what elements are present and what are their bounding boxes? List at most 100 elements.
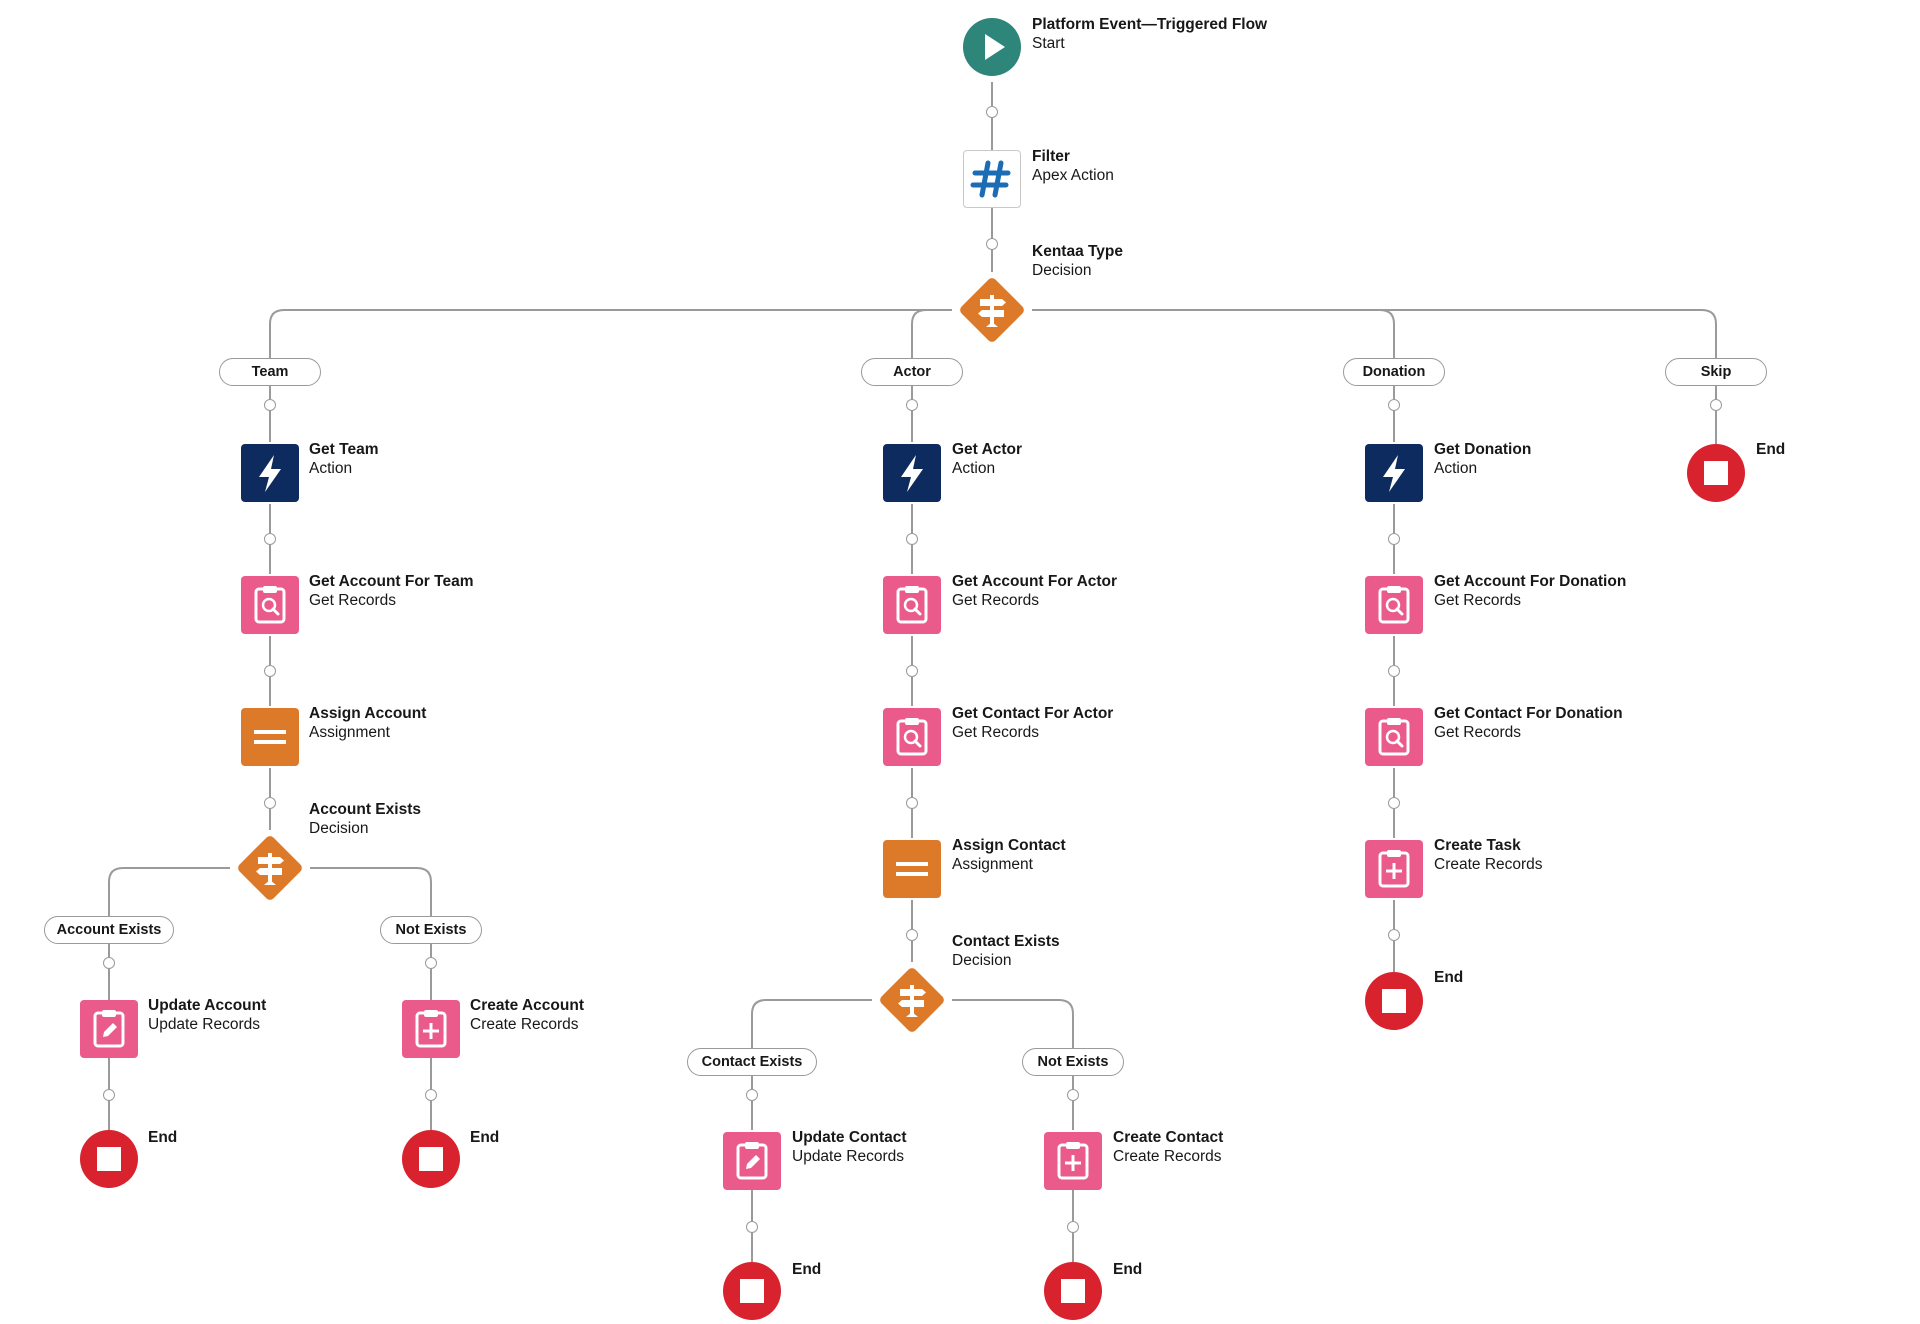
node-type: Start	[1032, 35, 1065, 52]
decision-signpost-icon	[960, 278, 1024, 342]
action-node-get-team[interactable]	[241, 444, 299, 502]
clipboard-search-icon	[254, 586, 286, 624]
get-records-node-account-donation[interactable]	[1365, 576, 1423, 634]
end-node[interactable]	[1044, 1262, 1102, 1320]
apex-action-node[interactable]	[963, 150, 1021, 208]
node-type: Get Records	[952, 592, 1040, 609]
connector-dot[interactable]	[264, 399, 276, 411]
play-icon	[963, 18, 1021, 76]
branch-pill-team[interactable]: Team	[219, 358, 321, 386]
connector-dot[interactable]	[264, 665, 276, 677]
connector-dot[interactable]	[1388, 929, 1400, 941]
decision-node-kentaa-type[interactable]	[952, 270, 1032, 350]
node-title: Get Actor	[952, 441, 1023, 458]
connector-dot[interactable]	[746, 1221, 758, 1233]
connector-dot[interactable]	[1388, 399, 1400, 411]
filter-label: Filter Apex Action	[1032, 147, 1114, 185]
lightning-icon	[901, 455, 923, 492]
node-title: Get Contact For Donation	[1434, 705, 1623, 722]
connector-dot[interactable]	[1710, 399, 1722, 411]
clipboard-search-icon	[1378, 718, 1410, 756]
connector-dot[interactable]	[1067, 1089, 1079, 1101]
end-label: End	[1113, 1260, 1142, 1279]
branch-pill-not-exists[interactable]: Not Exists	[1022, 1048, 1124, 1076]
branch-pill-actor[interactable]: Actor	[861, 358, 963, 386]
connector-dot[interactable]	[906, 797, 918, 809]
clipboard-edit-icon	[736, 1142, 768, 1180]
branch-pill-donation[interactable]: Donation	[1343, 358, 1445, 386]
stop-icon	[1044, 1262, 1102, 1320]
connector-dot[interactable]	[103, 957, 115, 969]
connector-dot[interactable]	[264, 797, 276, 809]
stop-icon	[1687, 444, 1745, 502]
connector-dot[interactable]	[986, 238, 998, 250]
clipboard-add-icon	[415, 1010, 447, 1048]
decision-signpost-icon	[238, 836, 302, 900]
node-title: End	[1434, 969, 1464, 986]
assignment-node-assign-contact[interactable]	[883, 840, 941, 898]
clipboard-edit-icon	[93, 1010, 125, 1048]
connector-dot[interactable]	[264, 533, 276, 545]
connector-dot[interactable]	[1388, 797, 1400, 809]
connector-dot[interactable]	[1388, 533, 1400, 545]
action-node-get-actor[interactable]	[883, 444, 941, 502]
node-title: Create Task	[1434, 837, 1521, 854]
end-node[interactable]	[1687, 444, 1745, 502]
start-node[interactable]	[963, 18, 1021, 76]
get-records-node-account-actor[interactable]	[883, 576, 941, 634]
get-donation-label: Get Donation Action	[1434, 440, 1531, 478]
decision-node-account-exists[interactable]	[230, 828, 310, 908]
connector-dot[interactable]	[425, 957, 437, 969]
branch-pill-contact-exists[interactable]: Contact Exists	[687, 1048, 817, 1076]
node-title: Assign Contact	[952, 837, 1066, 854]
branch-pill-not-exists[interactable]: Not Exists	[380, 916, 482, 944]
assignment-node-assign-account[interactable]	[241, 708, 299, 766]
node-type: Update Records	[792, 1148, 905, 1165]
node-title: Account Exists	[309, 801, 421, 818]
equals-icon	[254, 730, 286, 744]
node-type: Action	[952, 460, 996, 477]
connector-dot[interactable]	[1388, 665, 1400, 677]
create-contact-label: Create Contact Create Records	[1113, 1128, 1223, 1166]
connector-dot[interactable]	[103, 1089, 115, 1101]
get-records-node-contact-donation[interactable]	[1365, 708, 1423, 766]
connector-dot[interactable]	[1067, 1221, 1079, 1233]
action-node-get-donation[interactable]	[1365, 444, 1423, 502]
end-node[interactable]	[402, 1130, 460, 1188]
get-records-node-contact-actor[interactable]	[883, 708, 941, 766]
stop-icon	[402, 1130, 460, 1188]
get-records-node-account-team[interactable]	[241, 576, 299, 634]
end-label: End	[148, 1128, 177, 1147]
update-records-node-update-contact[interactable]	[723, 1132, 781, 1190]
branch-pill-skip[interactable]: Skip	[1665, 358, 1767, 386]
equals-icon	[896, 862, 928, 876]
create-account-label: Create Account Create Records	[470, 996, 584, 1034]
get-actor-label: Get Actor Action	[952, 440, 1022, 478]
connector-dot[interactable]	[425, 1089, 437, 1101]
connector-dot[interactable]	[906, 929, 918, 941]
connector-dot[interactable]	[906, 399, 918, 411]
node-title: Get Account For Donation	[1434, 573, 1627, 590]
update-records-node-update-account[interactable]	[80, 1000, 138, 1058]
end-label: End	[1756, 440, 1785, 459]
decision-node-contact-exists[interactable]	[872, 960, 952, 1040]
clipboard-search-icon	[896, 718, 928, 756]
create-task-label: Create Task Create Records	[1434, 836, 1543, 874]
end-node[interactable]	[723, 1262, 781, 1320]
branch-pill-account-exists[interactable]: Account Exists	[44, 916, 174, 944]
connector-dot[interactable]	[906, 665, 918, 677]
node-title: Update Contact	[792, 1129, 907, 1146]
node-title: Assign Account	[309, 705, 427, 722]
connector-dot[interactable]	[906, 533, 918, 545]
create-records-node-create-task[interactable]	[1365, 840, 1423, 898]
create-records-node-create-contact[interactable]	[1044, 1132, 1102, 1190]
connector-dot[interactable]	[746, 1089, 758, 1101]
end-node[interactable]	[80, 1130, 138, 1188]
end-node[interactable]	[1365, 972, 1423, 1030]
get-contact-donation-label: Get Contact For Donation Get Records	[1434, 704, 1623, 742]
node-type: Action	[309, 460, 353, 477]
contact-exists-label: Contact Exists Decision	[952, 932, 1060, 970]
connector-dot[interactable]	[986, 106, 998, 118]
create-records-node-create-account[interactable]	[402, 1000, 460, 1058]
